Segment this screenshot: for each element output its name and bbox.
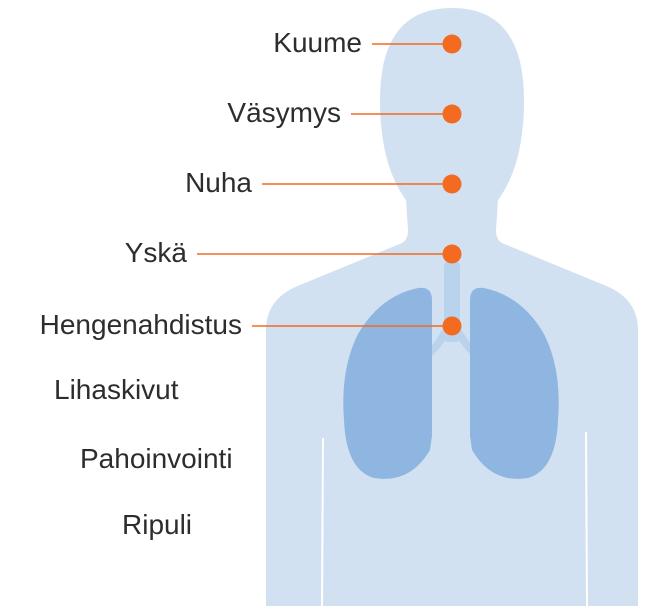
symptom-marker-dot [443,175,462,194]
symptom-marker-dot [443,317,462,336]
right-arm-line [586,432,587,606]
symptom-marker-dot [443,245,462,264]
symptom-label: Ripuli [122,511,192,539]
symptom-label: Lihaskivut [54,376,179,404]
symptom-label: Pahoinvointi [80,445,233,473]
symptom-label: Hengenahdistus [40,311,242,339]
symptom-marker-dot [443,105,462,124]
symptom-label: Yskä [125,239,187,267]
symptom-marker-dot [443,35,462,54]
symptom-label: Kuume [273,29,362,57]
symptom-label: Nuha [185,169,252,197]
symptom-label: Väsymys [227,99,341,127]
left-arm-line [322,438,323,606]
